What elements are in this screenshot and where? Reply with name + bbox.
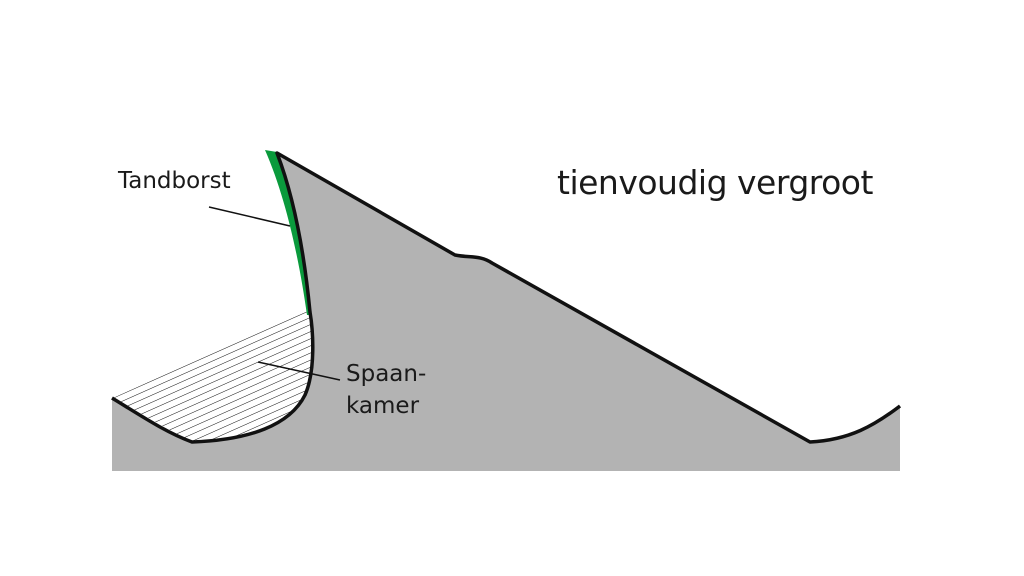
spaankamer-label: Spaan- kamer xyxy=(346,358,426,422)
tandborst-label: Tandborst xyxy=(118,168,231,194)
tandborst-leader-line xyxy=(208,206,291,227)
tooth-body xyxy=(112,153,900,471)
spaankamer-leader-line xyxy=(257,361,341,381)
tooth-face-green xyxy=(265,150,311,315)
spaankamer-label-line2: kamer xyxy=(346,393,420,419)
spaankamer-label-line1: Spaan- xyxy=(346,361,427,387)
tooth-outline xyxy=(111,151,902,444)
diagram-title: tienvoudig vergroot xyxy=(557,163,873,202)
